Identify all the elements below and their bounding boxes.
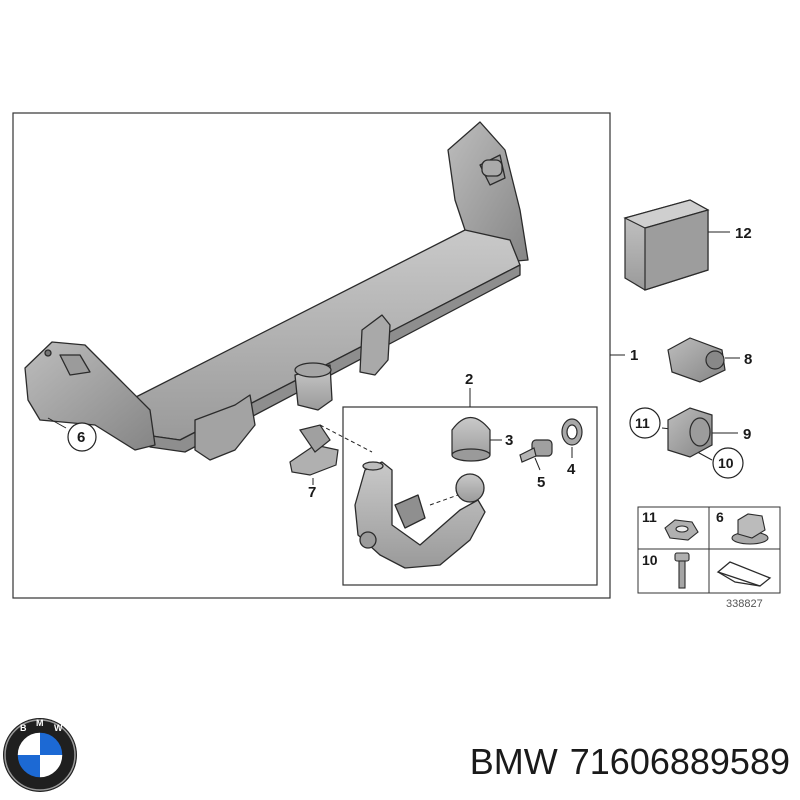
callout-1: 1 <box>630 347 638 364</box>
caption-brand: BMW <box>469 741 558 782</box>
legend-grid <box>637 506 781 594</box>
callout-5: 5 <box>537 474 545 491</box>
part-3-cap <box>451 416 491 462</box>
callout-10: 10 <box>718 455 734 471</box>
part-2-ball-neck <box>354 461 486 569</box>
part-caption: BMW 71606889589 <box>410 740 790 784</box>
callout-2: 2 <box>465 371 473 388</box>
callout-8: 8 <box>744 351 752 368</box>
part-5-lock <box>519 439 553 463</box>
callout-10-circle <box>712 447 744 479</box>
bmw-logo: B M W <box>3 718 77 792</box>
callout-6: 6 <box>77 429 85 446</box>
legend-bolt-icon <box>674 552 690 589</box>
callout-11-circle <box>629 407 661 439</box>
tow-bar-beam <box>24 121 529 461</box>
legend-6: 6 <box>716 509 724 525</box>
callout-11: 11 <box>635 415 650 431</box>
svg-text:W: W <box>54 723 63 733</box>
leader-lines <box>47 231 740 506</box>
drawing-number: 338827 <box>726 598 763 610</box>
legend-10: 10 <box>642 552 658 568</box>
caption-part-number: 71606889589 <box>569 741 790 782</box>
legend-11: 11 <box>642 509 657 525</box>
part-7-bracket <box>289 424 339 476</box>
callout-6-circle <box>67 422 97 452</box>
part-12-module <box>623 199 710 291</box>
legend-nut-icon <box>664 519 699 541</box>
part-4-ring <box>561 418 583 446</box>
svg-text:B: B <box>20 723 27 733</box>
legend-flange-nut-icon <box>731 513 769 545</box>
callout-4: 4 <box>567 461 576 478</box>
part-9-housing <box>667 407 713 458</box>
callout-3: 3 <box>505 432 513 449</box>
callout-12: 12 <box>735 225 752 242</box>
callout-9: 9 <box>743 426 751 443</box>
svg-text:M: M <box>36 718 44 728</box>
callout-7: 7 <box>308 484 316 501</box>
legend-adhesive-icon <box>716 561 772 587</box>
part-8-socket <box>667 337 726 383</box>
